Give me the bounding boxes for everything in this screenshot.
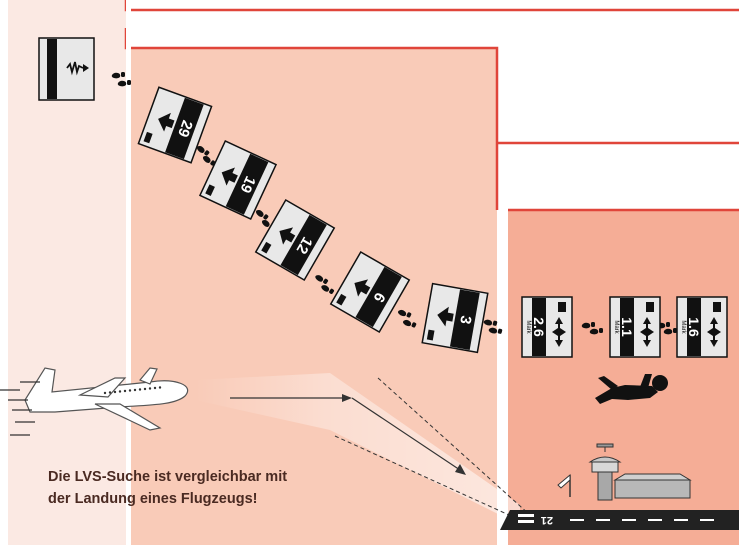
runway-icon: 21	[500, 510, 739, 530]
transceiver-fine-2: 1.1 Mark	[610, 297, 660, 357]
caption-line-1: Die LVS-Suche ist vergleichbar mit	[48, 466, 348, 488]
transceiver-fine-1: 2.6 Mark	[522, 297, 572, 357]
mode-label: Mark	[613, 320, 619, 334]
distance-display: 1.6	[686, 317, 702, 337]
mode-label: Mark	[680, 320, 686, 334]
distance-display: 1.1	[619, 317, 635, 337]
mode-label: Mark	[525, 320, 531, 334]
transceiver-signal-search	[39, 38, 94, 100]
transceiver-coarse-5: 3	[422, 284, 488, 353]
runway-number: 21	[541, 514, 553, 526]
distance-display: 2.6	[531, 317, 547, 337]
transceiver-fine-3: 1.6 Mark	[677, 297, 727, 357]
caption-line-2: der Landung eines Flugzeugs!	[48, 488, 348, 510]
caption: Die LVS-Suche ist vergleichbar mit der L…	[48, 466, 348, 510]
